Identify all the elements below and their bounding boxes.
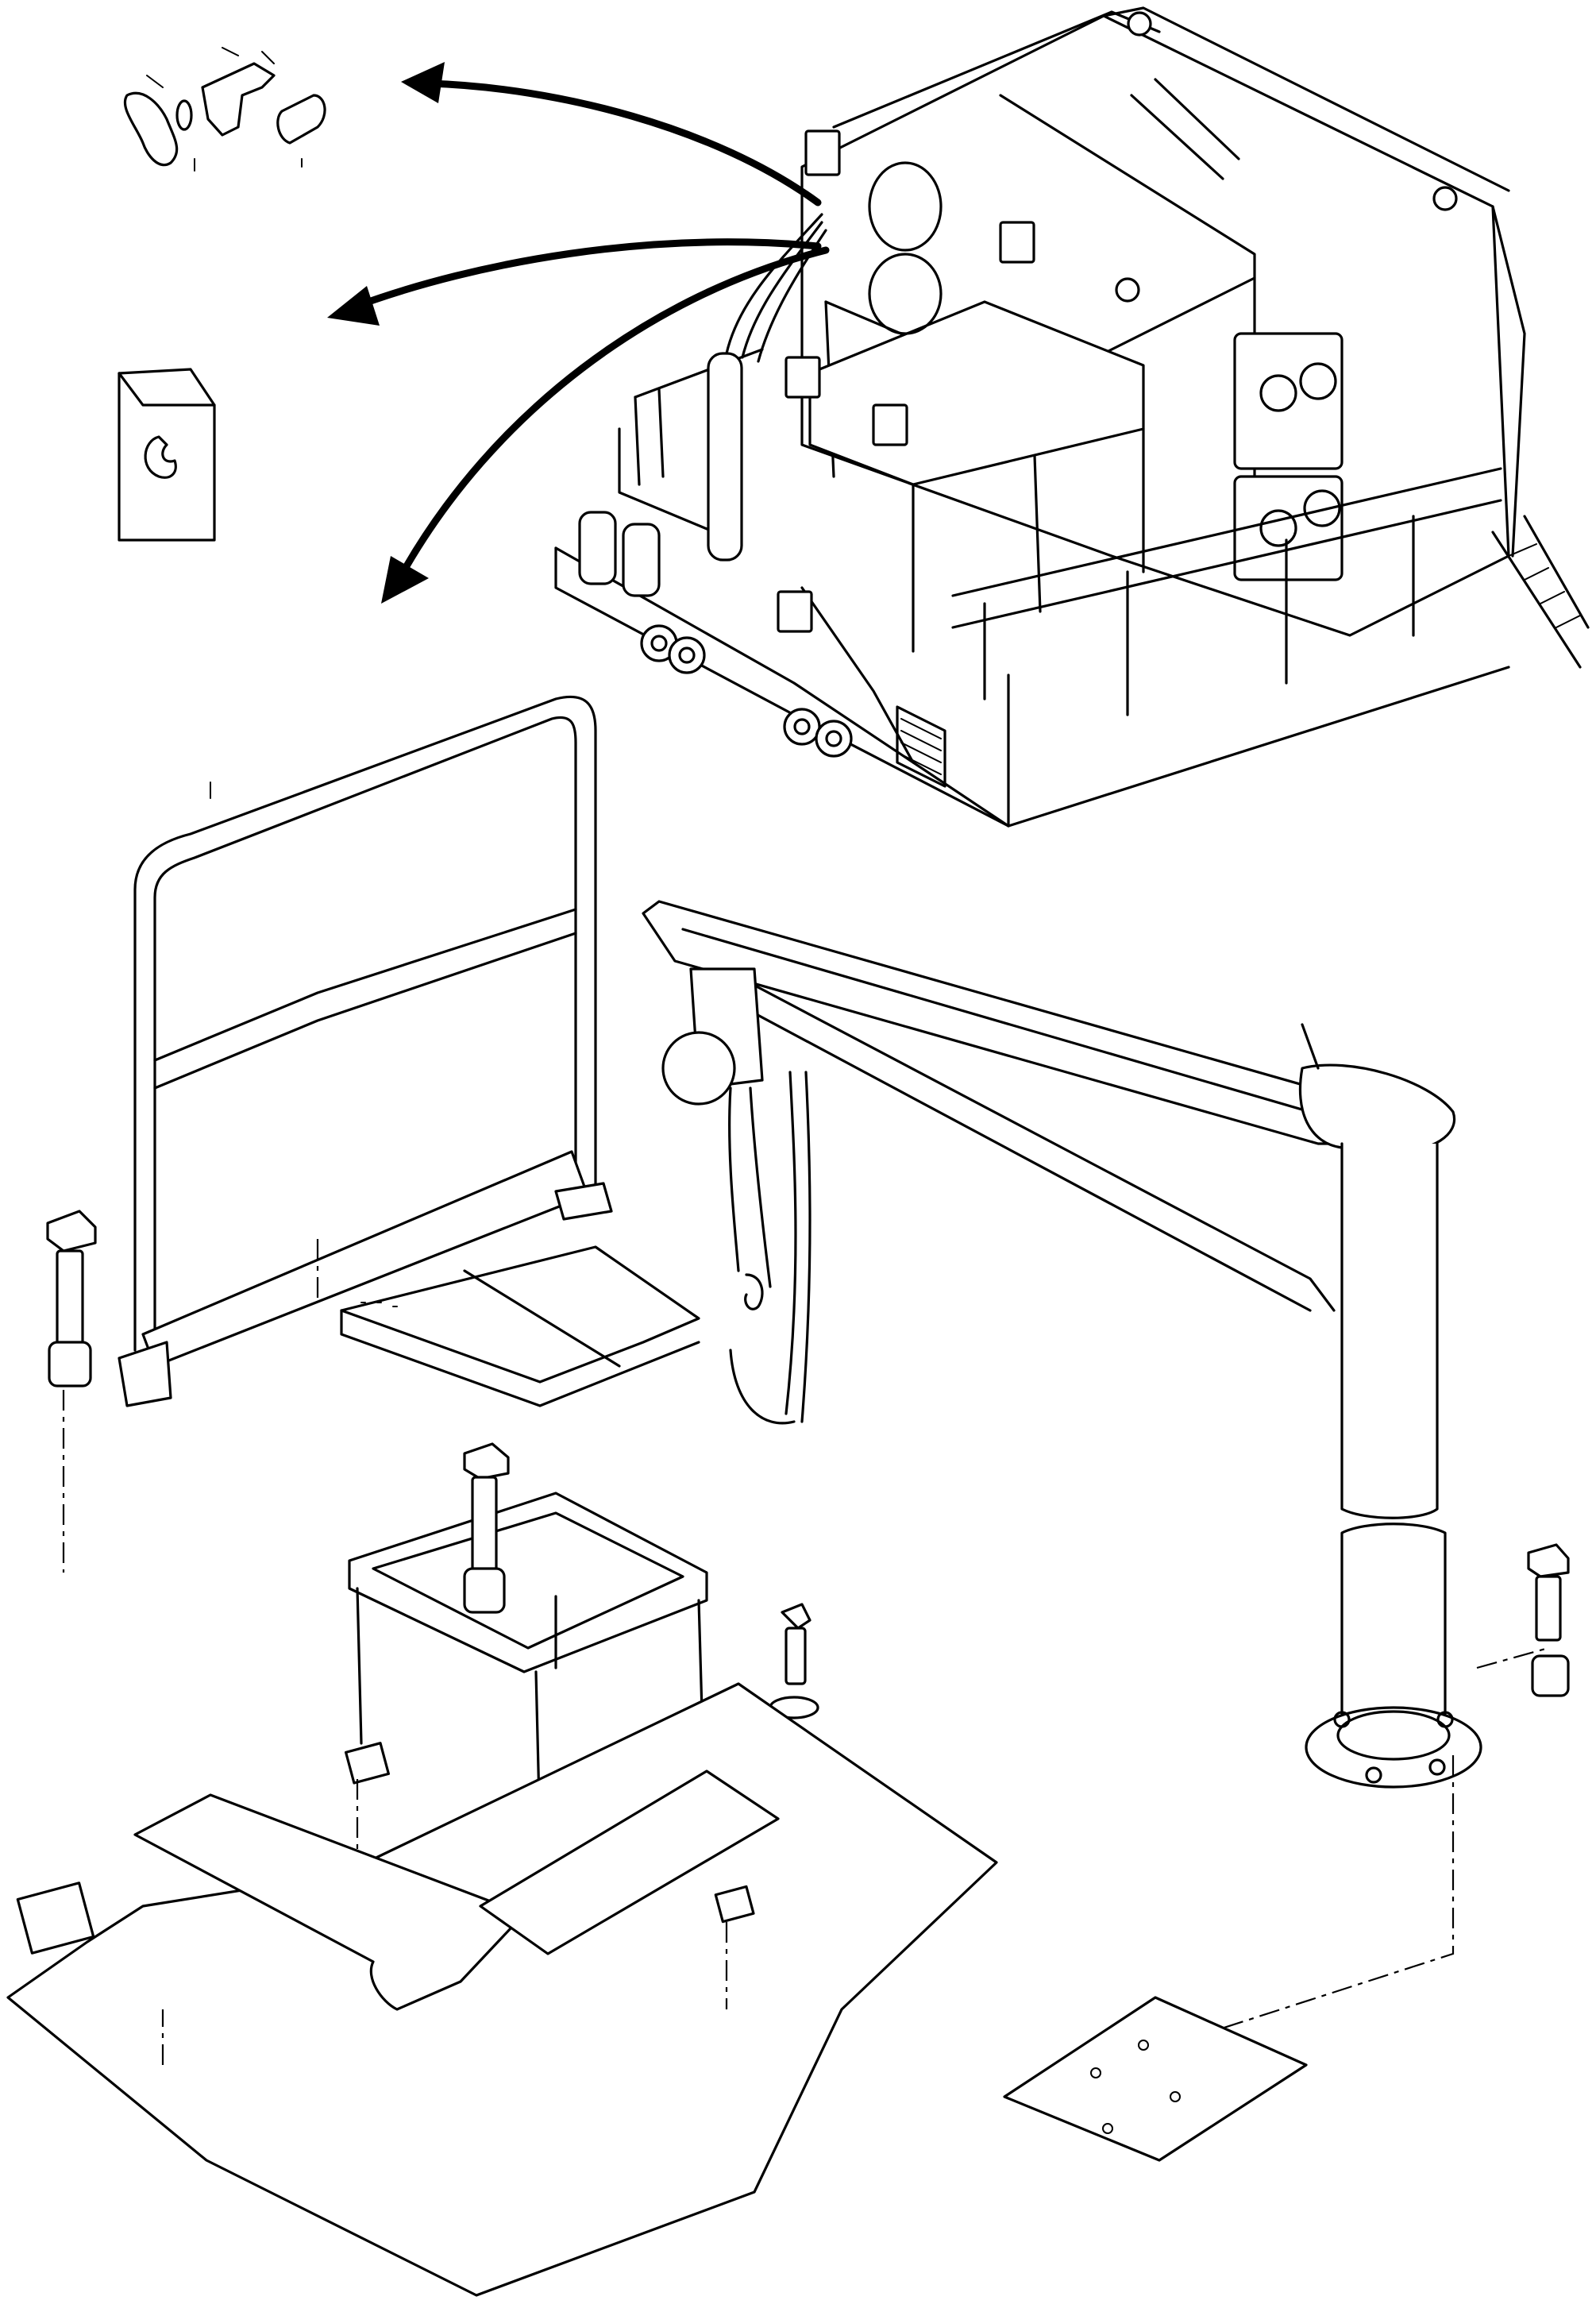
walkway-plates xyxy=(340,1245,700,1407)
mounting-bolts xyxy=(46,1210,1570,1719)
floor-plates xyxy=(6,1682,1308,2297)
lock-latch-detail xyxy=(123,47,326,172)
bolt-left xyxy=(46,1210,97,1573)
jib-crane xyxy=(642,900,1549,2035)
chain-hoist xyxy=(661,967,811,1425)
bolt-center xyxy=(463,1442,510,1614)
bolt-far-right xyxy=(1527,1543,1570,1697)
bolt-right-small xyxy=(769,1603,819,1719)
latch-block-detail xyxy=(118,368,216,542)
machine-body xyxy=(554,6,1590,828)
detail-arrows xyxy=(327,62,830,604)
handrail-gate xyxy=(118,695,613,1407)
